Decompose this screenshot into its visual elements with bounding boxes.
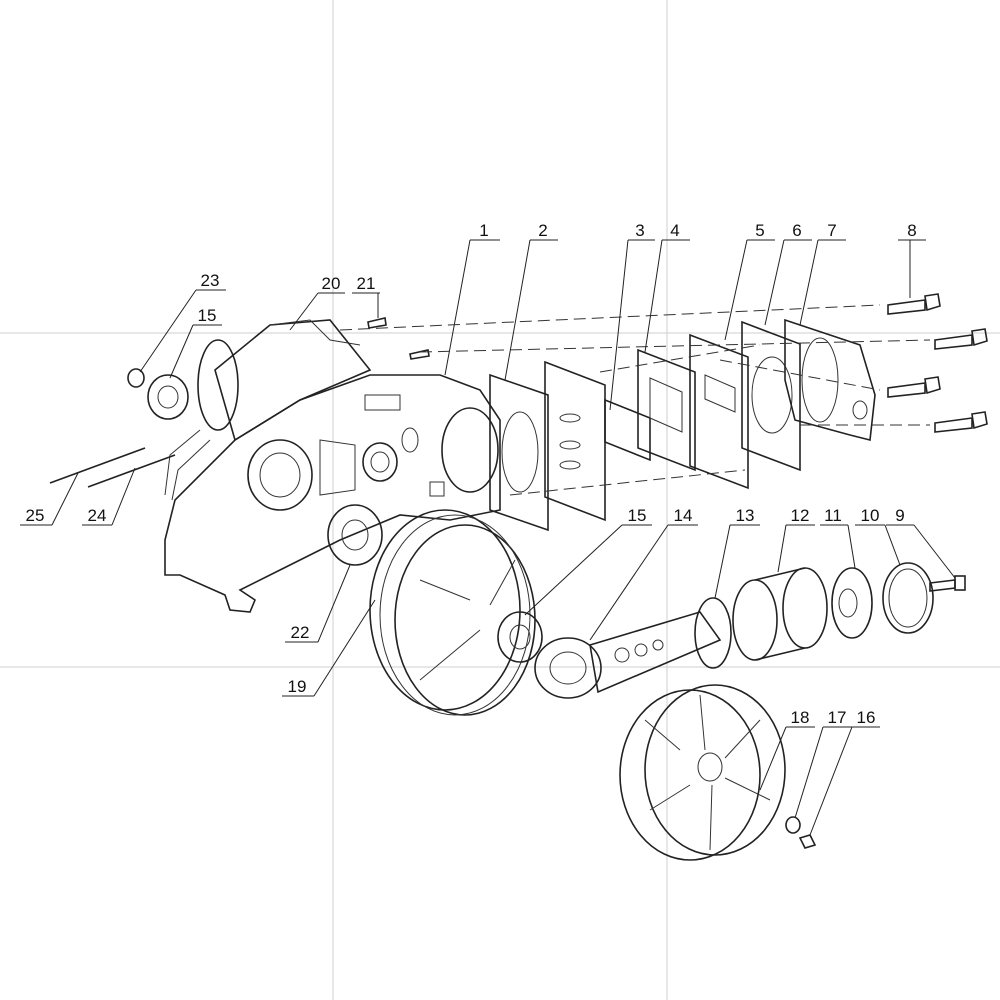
screw-9 xyxy=(929,579,956,592)
reed-valve-4 xyxy=(604,398,651,462)
callout-label: 15 xyxy=(198,306,217,325)
crankcase-housing xyxy=(164,374,501,613)
cylinder-12 xyxy=(732,567,828,661)
callout-15-left: 15 xyxy=(169,306,222,379)
callout-label: 6 xyxy=(792,221,801,240)
callout-7: 7 xyxy=(799,221,846,326)
callout-label: 13 xyxy=(736,506,755,525)
callout-label: 3 xyxy=(635,221,644,240)
callout-25: 25 xyxy=(20,472,79,526)
valve-plate-3 xyxy=(544,360,606,522)
callout-label: 23 xyxy=(201,271,220,290)
gasket-6 xyxy=(741,320,801,472)
callout-4: 4 xyxy=(644,221,690,353)
screw-16 xyxy=(798,834,817,849)
piston-cup-13 xyxy=(694,597,732,669)
callout-12: 12 xyxy=(777,506,815,573)
callout-label: 24 xyxy=(88,506,107,525)
callout-label: 14 xyxy=(674,506,693,525)
callout-label: 4 xyxy=(670,221,679,240)
callout-21: 23 xyxy=(139,271,226,373)
callout-10: 10 xyxy=(855,506,901,566)
callout-label: 22 xyxy=(291,623,310,642)
callout-label: 17 xyxy=(828,708,847,727)
cylinder-head-7 xyxy=(784,318,876,441)
connecting-rod-14 xyxy=(534,611,722,699)
washer-17 xyxy=(785,816,801,834)
callout-label: 7 xyxy=(827,221,836,240)
bolts-8 xyxy=(887,293,988,433)
circlip xyxy=(127,368,145,388)
callout-8: 8 xyxy=(898,221,926,298)
callout-14: 14 xyxy=(589,506,698,641)
callout-label: 11 xyxy=(824,506,842,525)
callout-17: 17 xyxy=(794,708,852,819)
callout-9: 9 xyxy=(886,506,956,579)
callout-22: 20 xyxy=(289,274,345,331)
gasket-4 xyxy=(637,348,696,472)
callout-15-right: 15 xyxy=(524,506,652,616)
callout-label: 16 xyxy=(857,708,876,727)
callout-label: 5 xyxy=(755,221,764,240)
callout-label: 2 xyxy=(538,221,547,240)
callout-label: 9 xyxy=(895,506,904,525)
callout-19: 19 xyxy=(282,599,376,697)
motor-body xyxy=(164,319,372,501)
callout-label: 21 xyxy=(357,274,376,293)
callout-3: 3 xyxy=(609,221,655,411)
callout-label: 19 xyxy=(288,677,307,696)
bearing-left xyxy=(147,374,189,420)
fan-18 xyxy=(619,684,786,861)
callout-6: 6 xyxy=(764,221,812,326)
callout-23: 21 xyxy=(352,274,380,318)
piston-11 xyxy=(831,567,873,639)
valve-plate-5 xyxy=(689,333,749,490)
screw-23 xyxy=(367,317,387,329)
gasket-2 xyxy=(489,373,549,532)
callout-label: 25 xyxy=(26,506,45,525)
callout-13: 13 xyxy=(714,506,760,599)
callout-18: 18 xyxy=(759,708,815,791)
callout-16: 16 xyxy=(809,708,880,836)
callout-label: 18 xyxy=(791,708,810,727)
callout-24: 24 xyxy=(82,467,136,526)
callout-11: 11 xyxy=(820,506,856,569)
bearing-right xyxy=(497,611,543,663)
callout-5: 5 xyxy=(724,221,775,341)
callout-label: 15 xyxy=(628,506,647,525)
pin-25 xyxy=(49,447,146,484)
callout-20: 22 xyxy=(285,564,351,643)
ring-10 xyxy=(882,562,934,634)
callout-label: 20 xyxy=(322,274,341,293)
callout-label: 12 xyxy=(791,506,810,525)
callout-label: 8 xyxy=(907,221,916,240)
callout-2: 2 xyxy=(504,221,558,381)
callout-1: 1 xyxy=(444,221,500,376)
callout-label: 1 xyxy=(479,221,488,240)
pin-24 xyxy=(87,454,176,488)
callout-label: 10 xyxy=(861,506,880,525)
pulley-19 xyxy=(369,509,536,716)
bearing-20 xyxy=(327,504,383,566)
